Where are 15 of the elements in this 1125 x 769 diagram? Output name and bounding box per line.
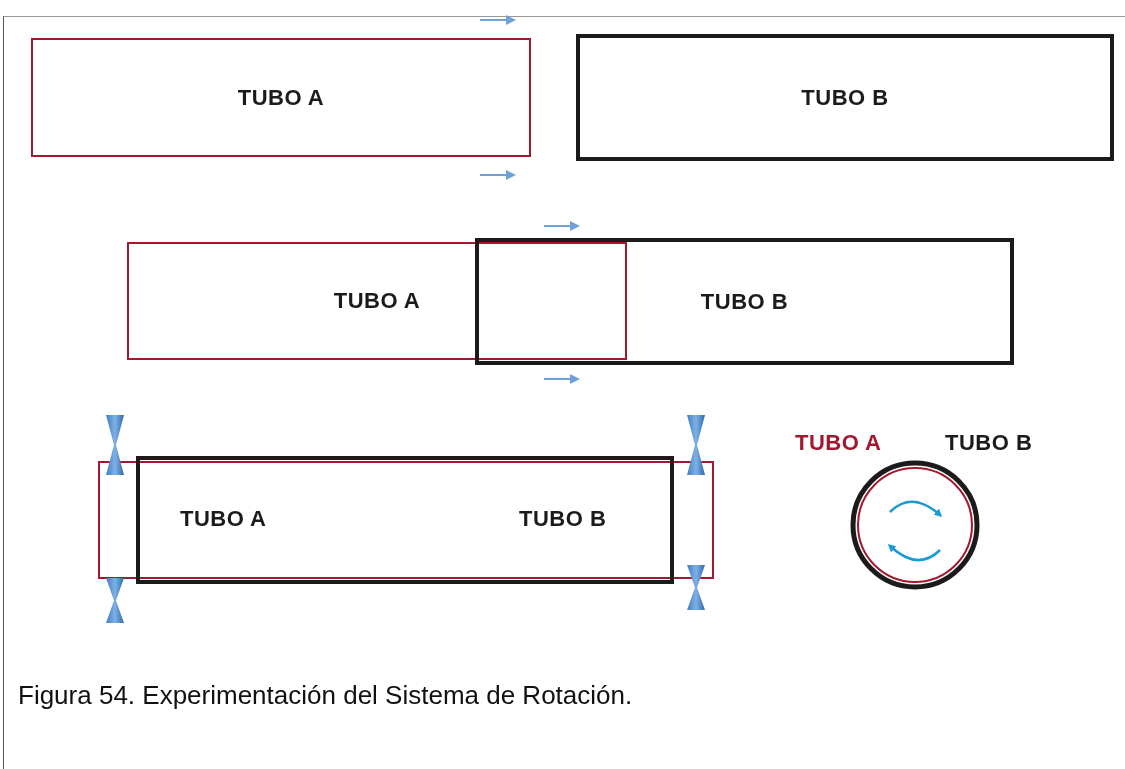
tube-box xyxy=(475,238,1014,365)
tube-label: TUBO A xyxy=(180,506,267,532)
tube-box xyxy=(127,242,627,360)
tube-box xyxy=(576,34,1114,161)
tube-label: TUBO B xyxy=(945,430,1033,456)
figure-caption: Figura 54. Experimentación del Sistema de Rotación. xyxy=(18,680,633,711)
tube-label: TUBO B xyxy=(700,288,789,315)
tube-label: TUBO A xyxy=(237,84,325,111)
tube-label: TUBO B xyxy=(519,506,607,532)
tube-box xyxy=(136,456,674,584)
tube-box xyxy=(98,461,714,579)
tube-label: TUBO A xyxy=(795,430,882,456)
tube-label: TUBO A xyxy=(333,288,421,314)
tube-box xyxy=(31,38,531,157)
tube-label: TUBO B xyxy=(801,84,889,111)
